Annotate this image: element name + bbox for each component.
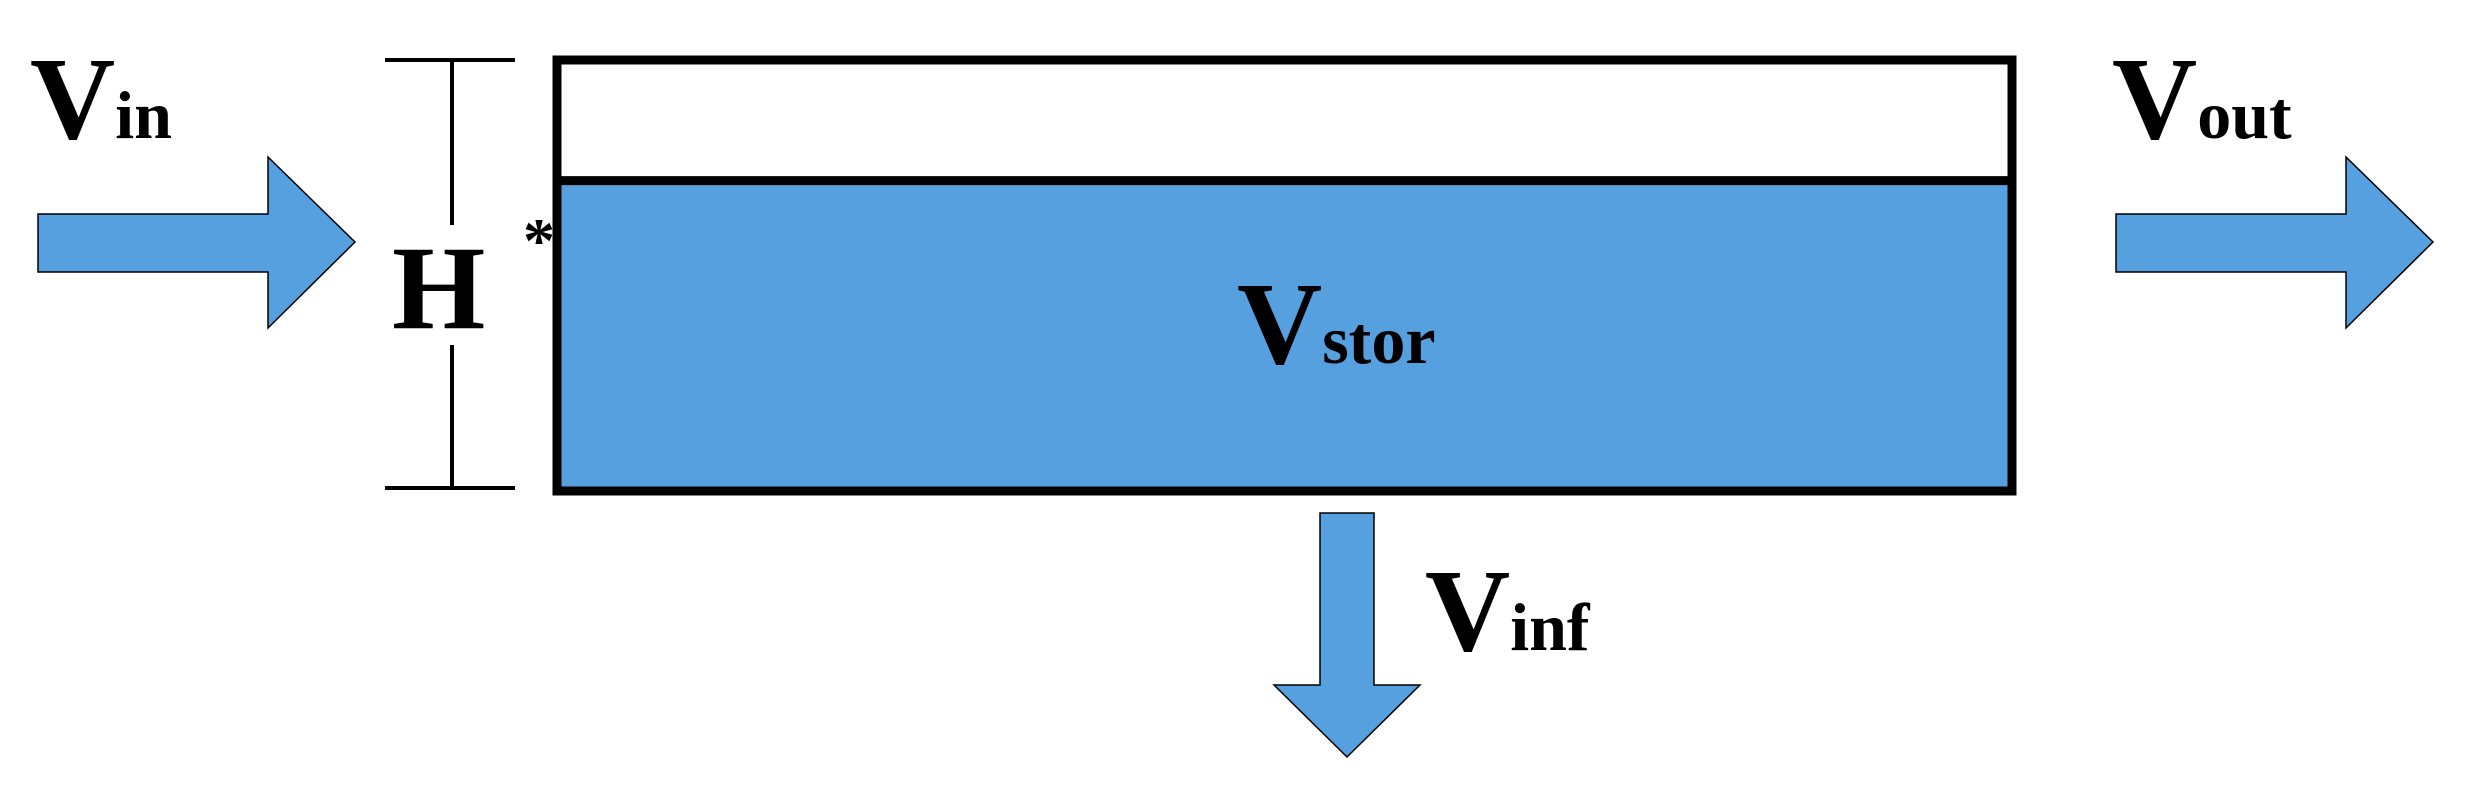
storage-label-main: V [1237, 258, 1322, 389]
inflow-label: Vin [30, 33, 172, 164]
inflow-label-sub: in [115, 77, 172, 153]
infiltration-label-sub: inf [1510, 589, 1591, 665]
storage-label-sub: stor [1322, 302, 1435, 378]
outflow-label: Vout [2112, 33, 2292, 164]
outflow-arrow [2115, 155, 2435, 330]
inflow-arrow [37, 155, 357, 330]
outflow-label-main: V [2112, 33, 2197, 164]
storage-tank [552, 55, 2017, 496]
infiltration-label-main: V [1425, 545, 1510, 676]
tank-outline [552, 55, 2017, 496]
stored-water [557, 180, 2012, 491]
storage-label: Vstor [1237, 258, 1436, 389]
height-label-star: * [523, 205, 555, 276]
height-dimension [385, 58, 515, 490]
inflow-label-main: V [30, 33, 115, 164]
outflow-label-sub: out [2197, 77, 2292, 153]
infiltration-arrow [1272, 512, 1422, 759]
height-label: H [392, 221, 485, 354]
infiltration-label: Vinf [1425, 545, 1591, 676]
